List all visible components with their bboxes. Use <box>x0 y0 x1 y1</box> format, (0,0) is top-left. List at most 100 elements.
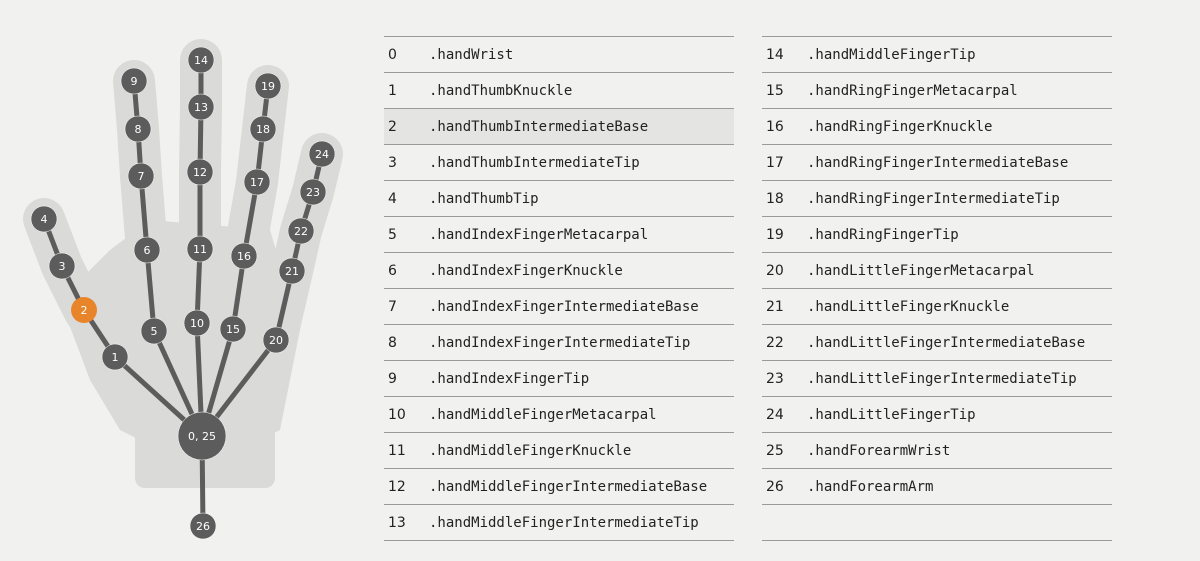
joint-table-row: 26.handForearmArm <box>762 468 1112 504</box>
joint-circle <box>308 140 336 168</box>
joint-index: 14 <box>766 46 784 63</box>
joint-name: .handMiddleFingerMetacarpal <box>429 406 657 423</box>
joint-table-row: 10 .handMiddleFingerMetacarpal <box>384 396 734 432</box>
joint-name: .handThumbKnuckle <box>429 82 573 99</box>
joint-label: 5 <box>151 325 158 338</box>
joint-circle <box>254 72 282 100</box>
joint-circle <box>101 343 129 371</box>
joint-index: 5 <box>388 226 397 243</box>
joint-name: .handRingFingerKnuckle <box>807 118 993 135</box>
joint-name: .handIndexFingerIntermediateTip <box>429 334 691 351</box>
joint-circle <box>187 93 215 121</box>
joint-table-row: 5.handIndexFingerMetacarpal <box>384 216 734 252</box>
joint-node-8: 8 <box>124 115 152 143</box>
joint-table-row: 14.handMiddleFingerTip <box>762 36 1112 72</box>
joint-name: .handMiddleFingerKnuckle <box>429 442 632 459</box>
joint-table-row: 4.handThumbTip <box>384 180 734 216</box>
hand-joints: 0, 2512345678910111213141516171819202122… <box>30 46 336 540</box>
joint-node-7: 7 <box>127 162 155 190</box>
joint-node-26: 26 <box>189 512 217 540</box>
joint-circle <box>127 162 155 190</box>
joint-table-row: 21.handLittleFingerKnuckle <box>762 288 1112 324</box>
joint-node-19: 19 <box>254 72 282 100</box>
joint-name: .handRingFingerIntermediateBase <box>807 154 1069 171</box>
joint-table-row: 16.handRingFingerKnuckle <box>762 108 1112 144</box>
joint-circle <box>262 326 290 354</box>
joint-circle <box>71 297 97 323</box>
joint-table-row: 18.handRingFingerIntermediateTip <box>762 180 1112 216</box>
joint-name: .handLittleFingerTip <box>807 406 976 423</box>
joint-name: .handLittleFingerIntermediateBase <box>807 334 1086 351</box>
joint-circle <box>186 158 214 186</box>
joint-node-23: 23 <box>299 178 327 206</box>
joint-index: 19 <box>766 226 784 243</box>
joint-circle <box>183 309 211 337</box>
joint-circle <box>120 67 148 95</box>
joint-node-0-25: 0, 25 <box>177 411 227 461</box>
joint-index: 8 <box>388 334 397 351</box>
joint-table-row: 8 .handIndexFingerIntermediateTip <box>384 324 734 360</box>
joint-name: .handThumbIntermediateBase <box>429 118 649 135</box>
joint-node-12: 12 <box>186 158 214 186</box>
joint-node-2: 2 <box>71 297 97 323</box>
joint-table-row <box>762 504 1112 541</box>
joint-label: 8 <box>135 123 142 136</box>
joint-label: 21 <box>285 265 299 278</box>
joint-label: 9 <box>131 75 138 88</box>
joint-name: .handIndexFingerKnuckle <box>429 262 623 279</box>
joint-index: 7 <box>388 298 397 315</box>
joint-index: 15 <box>766 82 784 99</box>
joint-table-row: 11 .handMiddleFingerKnuckle <box>384 432 734 468</box>
joint-name: .handThumbIntermediateTip <box>429 154 640 171</box>
joint-label: 1 <box>112 351 119 364</box>
joint-circle <box>186 235 214 263</box>
joint-index: 24 <box>766 406 784 423</box>
joint-node-20: 20 <box>262 326 290 354</box>
joint-table-row: 17.handRingFingerIntermediateBase <box>762 144 1112 180</box>
joint-name: .handForearmArm <box>807 478 934 495</box>
joint-node-14: 14 <box>187 46 215 74</box>
joint-index: 10 <box>388 406 406 423</box>
joint-node-4: 4 <box>30 205 58 233</box>
joint-index: 21 <box>766 298 784 315</box>
joint-name: .handIndexFingerIntermediateBase <box>429 298 699 315</box>
joint-circle <box>187 46 215 74</box>
joint-circle <box>278 257 306 285</box>
joint-label: 26 <box>196 520 210 533</box>
joint-table-row: 1 .handThumbKnuckle <box>384 72 734 108</box>
joint-label: 20 <box>269 334 283 347</box>
joint-node-10: 10 <box>183 309 211 337</box>
joint-label: 15 <box>226 323 240 336</box>
joint-table-row: 12.handMiddleFingerIntermediateBase <box>384 468 734 504</box>
joint-node-3: 3 <box>48 252 76 280</box>
joint-circle <box>249 115 277 143</box>
hand-skeleton-diagram: 0, 2512345678910111213141516171819202122… <box>23 39 343 540</box>
joint-name: .handRingFingerIntermediateTip <box>807 190 1060 207</box>
joint-node-16: 16 <box>230 242 258 270</box>
joint-name: .handMiddleFingerIntermediateBase <box>429 478 708 495</box>
joint-node-5: 5 <box>140 317 168 345</box>
joint-node-15: 15 <box>219 315 247 343</box>
joint-node-11: 11 <box>186 235 214 263</box>
joint-name: .handRingFingerTip <box>807 226 959 243</box>
joint-table-row: 2.handThumbIntermediateBase <box>384 108 734 144</box>
joint-name: .handLittleFingerIntermediateTip <box>807 370 1077 387</box>
joint-index: 1 <box>388 82 397 99</box>
joint-label: 6 <box>144 244 151 257</box>
joint-name: .handRingFingerMetacarpal <box>807 82 1018 99</box>
joint-index: 11 <box>388 442 406 459</box>
joint-table-row: 25.handForearmWrist <box>762 432 1112 468</box>
joint-label: 4 <box>41 213 48 226</box>
joint-table-row: 19 .handRingFingerTip <box>762 216 1112 252</box>
joint-table-row: 24 .handLittleFingerTip <box>762 396 1112 432</box>
joint-table-row: 9.handIndexFingerTip <box>384 360 734 396</box>
joint-label: 0, 25 <box>188 430 216 443</box>
joint-name: .handIndexFingerTip <box>429 370 590 387</box>
joint-table-row: 15 .handRingFingerMetacarpal <box>762 72 1112 108</box>
joint-table-row: 23.handLittleFingerIntermediateTip <box>762 360 1112 396</box>
joint-table-right-column: 14.handMiddleFingerTip 15 .handRingFingerM… <box>762 36 1112 541</box>
joint-label: 19 <box>261 80 275 93</box>
joint-node-22: 22 <box>287 217 315 245</box>
joint-label: 23 <box>306 186 320 199</box>
